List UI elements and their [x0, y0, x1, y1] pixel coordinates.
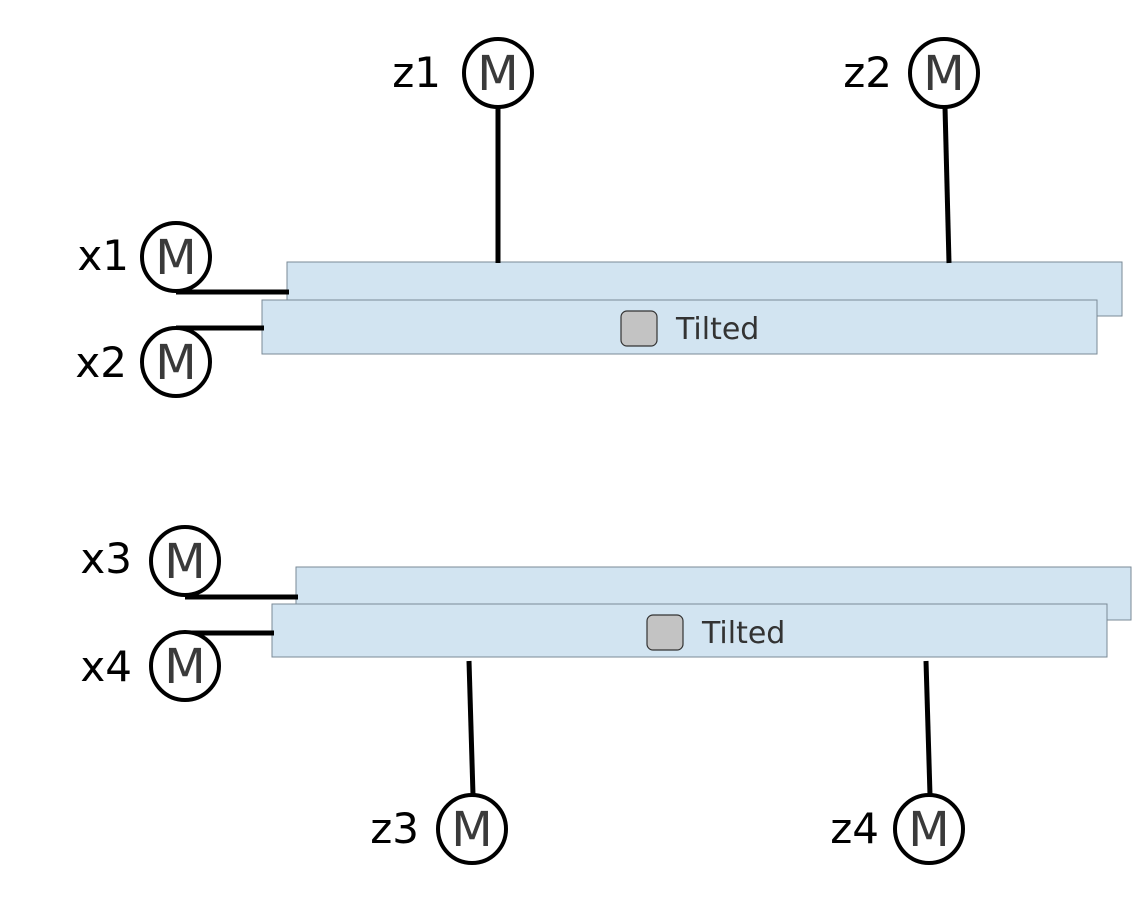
- motor-x3-symbol: M: [164, 534, 205, 590]
- motor-x4-symbol: M: [164, 639, 205, 695]
- motor-x3[interactable]: x3 M: [80, 525, 221, 597]
- top-tilted-checkbox-box[interactable]: [620, 310, 658, 347]
- motor-x2-symbol: M: [155, 335, 196, 391]
- motor-x2-icon: [140, 326, 212, 398]
- motor-z2-label: z2: [843, 48, 892, 97]
- motor-x3-icon: [149, 525, 221, 597]
- motor-z4[interactable]: z4 M: [830, 793, 965, 865]
- motor-z4-symbol: M: [908, 802, 949, 858]
- motor-z2-icon: [908, 37, 980, 109]
- z4-rod: [923, 660, 933, 796]
- motor-x3-label: x3: [80, 534, 132, 583]
- motor-x2[interactable]: x2 M: [75, 326, 212, 398]
- bottom-tilted-checkbox[interactable]: Tilted: [646, 614, 785, 651]
- motor-z1-label: z1: [392, 48, 441, 97]
- motor-x1-icon: [140, 221, 212, 293]
- motor-z1[interactable]: z1 M: [392, 37, 534, 109]
- motor-z3-label: z3: [370, 804, 419, 853]
- z3-rod: [466, 660, 476, 796]
- motor-z2-symbol: M: [923, 46, 964, 102]
- bottom-stage-group: x3 M x4 M z3 M z4 M Tilted: [80, 525, 1132, 865]
- motor-z4-label: z4: [830, 804, 879, 853]
- top-tilted-checkbox[interactable]: Tilted: [620, 310, 759, 347]
- bottom-tilted-label: Tilted: [701, 616, 785, 651]
- motor-x4-icon: [149, 630, 221, 702]
- motor-z1-symbol: M: [477, 46, 518, 102]
- bottom-tilted-checkbox-box[interactable]: [646, 614, 684, 651]
- motor-z3[interactable]: z3 M: [370, 793, 508, 865]
- motor-x2-label: x2: [75, 338, 127, 387]
- motor-x1-symbol: M: [155, 230, 196, 286]
- bottom-front-plate: [271, 603, 1108, 658]
- motor-x1-label: x1: [77, 231, 129, 280]
- motor-x4[interactable]: x4 M: [80, 630, 221, 702]
- motor-z2[interactable]: z2 M: [843, 37, 980, 109]
- top-stage-group: z1 M z2 M x1 M x2 M Tilted: [75, 37, 1123, 398]
- z2-rod: [942, 106, 952, 264]
- motor-x4-label: x4: [80, 642, 132, 691]
- motor-x1[interactable]: x1 M: [77, 221, 212, 293]
- motor-z3-symbol: M: [451, 802, 492, 858]
- top-front-plate: [261, 299, 1098, 355]
- motor-z1-icon: [462, 37, 534, 109]
- top-tilted-label: Tilted: [675, 312, 759, 347]
- motor-z3-icon: [436, 793, 508, 865]
- motor-z4-icon: [893, 793, 965, 865]
